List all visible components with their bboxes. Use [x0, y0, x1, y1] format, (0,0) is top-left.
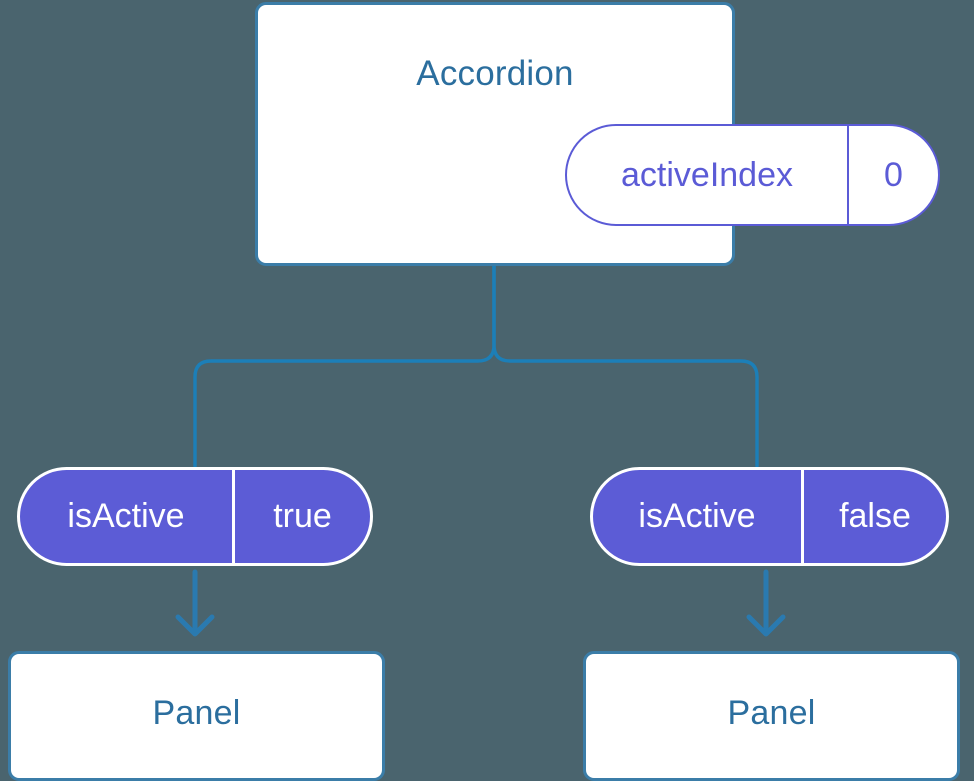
arrowhead-down-icon — [746, 614, 786, 637]
arrowhead-down-icon — [175, 614, 215, 637]
arrow-right-pill-to-panel — [746, 569, 786, 637]
panel-card-title: Panel — [152, 694, 241, 732]
left-panel-card[interactable]: Panel — [8, 651, 385, 781]
prop-key-label: isActive — [67, 497, 185, 535]
right-panel-card[interactable]: Panel — [583, 651, 960, 781]
connector-root-to-left — [193, 264, 496, 468]
connector-root-to-right — [492, 264, 759, 468]
state-value-label: 0 — [847, 126, 938, 224]
prop-value-label: false — [801, 470, 946, 563]
prop-value-label: true — [232, 470, 370, 563]
right-prop-pill[interactable]: isActive false — [590, 467, 949, 566]
prop-key-label: isActive — [638, 497, 756, 535]
accordion-component-card[interactable]: Accordion activeIndex 0 — [255, 2, 940, 266]
accordion-state-pill[interactable]: activeIndex 0 — [565, 124, 940, 226]
panel-card-title: Panel — [727, 694, 816, 732]
state-key-label: activeIndex — [621, 155, 793, 194]
accordion-card-title: Accordion — [416, 54, 574, 93]
left-prop-pill[interactable]: isActive true — [17, 467, 373, 566]
arrow-left-pill-to-panel — [175, 569, 215, 637]
